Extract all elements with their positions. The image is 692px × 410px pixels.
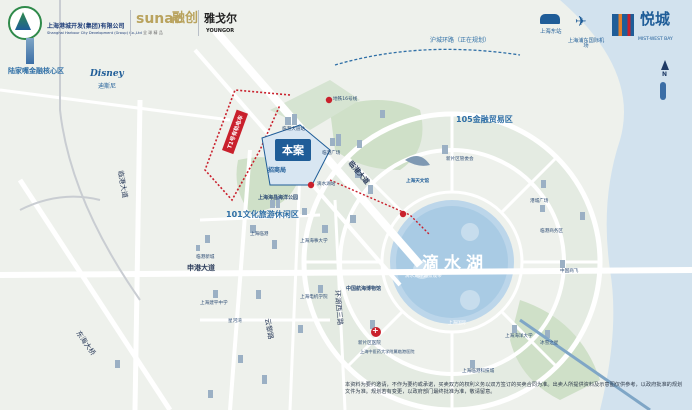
poi-label: 中国商飞 (560, 269, 579, 274)
project-logo-text: 悦城 (640, 10, 671, 28)
project-logo-icon (612, 14, 634, 36)
building-cluster (115, 110, 585, 398)
yongor-logo: 雅戈尔 (204, 12, 237, 25)
poi-label: 上海天文馆 (406, 179, 429, 184)
lujiazui-skyline-icon (26, 38, 34, 64)
road-cross-1 (199, 213, 321, 222)
poi-label: 冰雪之星 (540, 341, 559, 346)
road-shengang (0, 267, 692, 278)
planned-rail-line (334, 48, 521, 66)
dev-company-name-en: Shanghai Harbour City Development (Group… (47, 31, 142, 35)
disclaimer-text: 本资料为要约邀请，不作为要约或承诺，买卖双方的权利义务以双方签订的买卖合同为准。… (345, 382, 683, 396)
logo-divider-2 (198, 10, 199, 36)
project-badge[interactable]: 本案 (275, 139, 311, 161)
poi-label: 星河湾 (228, 319, 242, 324)
disney-logo: Disney (90, 69, 124, 79)
lake-island-2 (460, 290, 480, 310)
poi-label: 上海国际 (448, 321, 467, 326)
yongor-en: YOUNGOR (206, 28, 235, 34)
disney-cn-label: 迪斯尼 (98, 83, 117, 90)
road-lingang-vert (228, 149, 252, 410)
north-arrow-icon (661, 60, 669, 70)
north-arrow-letter: N (662, 71, 668, 78)
poi-label: 临港大道站 (282, 127, 305, 132)
poi-label: 上海临港 (250, 232, 269, 237)
poi-label: 地铁16号线 (333, 97, 358, 102)
poi-label: 上海海事大学 (300, 239, 328, 244)
planned-rail-label: 沪城环路（正在规划） (430, 37, 491, 44)
red-route-east (329, 179, 431, 236)
lake-island-1 (413, 261, 431, 279)
poi-label: 上海临港科技城 (462, 369, 495, 374)
poi-label: 中国航海博物馆 (346, 286, 382, 292)
sunac-sub: 全 球 精 品 (143, 30, 163, 35)
zone-101-label: 101文化旅游休闲区 (226, 210, 299, 219)
lake-label: 滴水湖 (422, 254, 488, 274)
road-huanhu (333, 199, 347, 410)
poi-label: 招商局 (268, 167, 287, 174)
sunac-logo: sunac (136, 11, 183, 27)
metro-markers (307, 96, 407, 337)
lake-island-3 (461, 223, 479, 241)
lake-water-inner (396, 206, 508, 318)
poi-label: 上海海昌海洋公园 (258, 195, 299, 201)
train-icon (540, 14, 560, 24)
poi-label: 新片区管委会 (446, 157, 474, 162)
airplane-icon: ✈ (575, 14, 587, 30)
poi-label: 临港商务区 (540, 229, 563, 234)
pearl-tower-icon (660, 82, 666, 100)
park-patch-3 (510, 300, 600, 400)
logo-divider-1 (130, 10, 131, 36)
project-logo-en: MIST-WEST BAY (638, 37, 673, 42)
lujiazui-label: 陆家嘴金融核心区 (8, 67, 64, 75)
highway-grey-2 (19, 195, 101, 211)
poi-label: 上海电机学院 (300, 295, 328, 300)
zone-105-label: 105金融贸易区 (456, 115, 513, 124)
poi-label: 临港广场 (322, 151, 341, 156)
hospital-icon: + (372, 326, 379, 335)
road-diagonal-west (17, 178, 173, 410)
sea-area (560, 0, 692, 410)
poi-label: 上海建平中学 (200, 301, 228, 306)
poi-label: 港城广场 (530, 199, 549, 204)
east-station-label: 上海东站 (540, 29, 562, 35)
radial-roads (304, 114, 600, 410)
poi-label: 临港新城 (196, 255, 215, 260)
poi-label: 上海海洋大学 (505, 334, 533, 339)
road-yunlian (288, 169, 302, 410)
poi-label: 上海中医药大学附属临港医院 (360, 349, 415, 354)
bridge-line (519, 318, 651, 410)
dev-company-name: 上海港城开发(集团)有限公司 (47, 23, 125, 30)
shengang-road-label: 申港大道 (187, 264, 215, 272)
poi-label: 滴水湖环湖景观带 (405, 274, 442, 279)
pudong-airport-label: 上海浦东国际机场 (567, 38, 605, 50)
t1-tram-route (204, 89, 291, 202)
poi-label: 新片区医院 (358, 341, 381, 346)
poi-label: 滴水湖站 (317, 182, 336, 187)
sunac-cn: 融创 (172, 11, 199, 26)
road-northwest (0, 88, 231, 122)
sail-sculpture (405, 156, 430, 166)
